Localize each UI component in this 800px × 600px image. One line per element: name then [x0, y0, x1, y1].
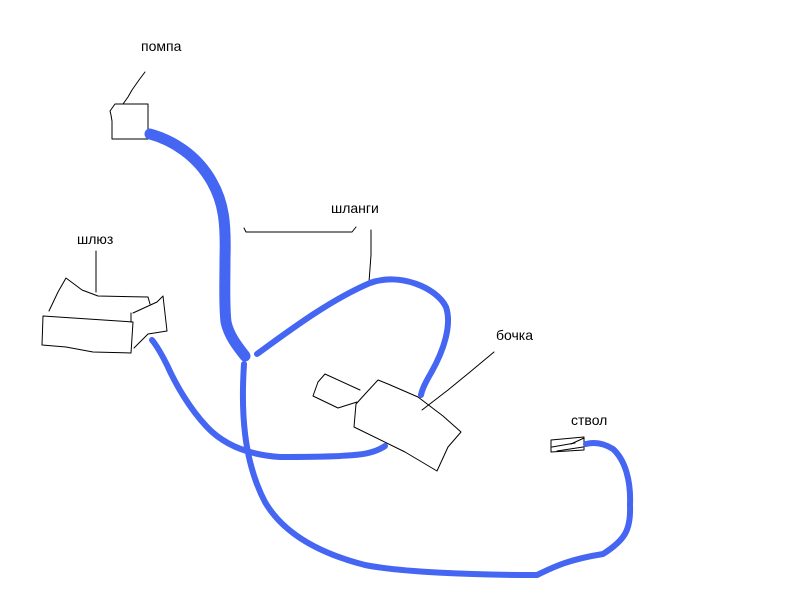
hose-barrel-to-sluice: [149, 337, 388, 460]
nozzle-outline: [550, 436, 585, 453]
nozzle-hatch-1: [551, 442, 576, 448]
nozzle-hatch-2: [556, 446, 584, 452]
hose-to-barrel: [254, 276, 452, 398]
pump-shape: [109, 103, 149, 140]
barrel-body: [353, 379, 462, 472]
barrel-shape: [312, 373, 462, 472]
label-pump: помпа: [141, 38, 182, 54]
sluice-top: [48, 277, 151, 312]
pump-outline: [109, 103, 149, 140]
sluice-end: [132, 295, 168, 349]
leader-barrel: [421, 351, 495, 411]
label-barrel: бочка: [496, 327, 533, 343]
hose-main: [144, 128, 251, 362]
nozzle-shape: [550, 436, 585, 453]
leader-hoses-bracket: [243, 226, 357, 233]
label-nozzle: ствол: [571, 412, 607, 428]
barrel-rear: [312, 373, 361, 409]
leader-hoses-stem: [368, 229, 372, 283]
leader-pump: [122, 71, 146, 105]
hoses: [144, 128, 634, 578]
sluice-shape: [41, 277, 168, 354]
label-hoses: шланги: [331, 200, 379, 216]
label-sluice: шлюз: [77, 231, 113, 247]
sluice-front: [41, 315, 134, 354]
hose-to-nozzle: [239, 361, 634, 578]
leader-lines: [95, 71, 585, 445]
